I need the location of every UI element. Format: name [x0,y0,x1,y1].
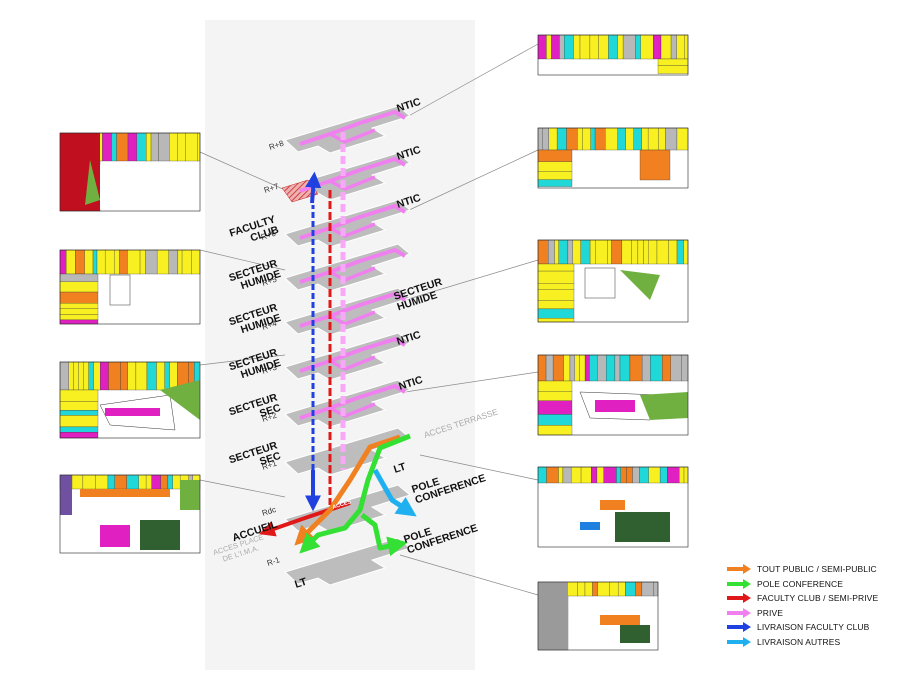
plan-r6-left [59,249,201,325]
legend-arrow-icon [727,593,751,604]
pole-conference-route-2 [360,513,408,557]
legend-label: POLE CONFERENCE [757,578,844,589]
legend-item: POLE CONFERENCE [727,577,897,592]
zone-label: LT [293,576,309,591]
legend-arrow-icon [727,622,751,633]
acces-small-label: ACCES [332,499,352,511]
floor-slab-r1 [284,427,412,476]
legend-arrow-icon [727,564,751,575]
legend-label: LIVRAISON FACULTY CLUB [757,622,870,633]
floor-level-label: Rdc [261,505,277,518]
prive-route-5 [299,337,407,373]
livraison-faculty-arrow-up [305,171,322,204]
plan-rdc-left [59,474,201,554]
prive-branch-1 [329,175,376,191]
plan-r7-left [59,132,201,212]
plan-r3-left [59,361,201,439]
legend-label: LIVRAISON AUTRES [757,636,841,647]
faculty-club-rdc-route [258,501,351,537]
legend-item: LIVRAISON AUTRES [727,635,897,650]
floor-level-label: R-1 [266,555,282,568]
prive-route-4 [299,292,407,328]
prive-route-0 [299,110,407,146]
plan-r7 [537,127,689,189]
zone-label: LT [392,461,408,476]
leader-lines [199,43,539,596]
legend-arrow-icon [727,607,751,618]
plan-r6 [537,239,689,323]
legend-label: PRIVE [757,607,784,618]
pole-conference-route-1 [299,433,411,554]
legend-arrow-icon [727,636,751,647]
svg-text:LT: LT [293,576,309,591]
legend-arrow-icon [727,578,751,589]
plan-r8 [537,34,689,76]
legend-item: PRIVE [727,606,897,621]
plan-r3 [537,354,689,436]
svg-text:LT: LT [392,461,408,476]
legend-label: FACULTY CLUB / SEMI-PRIVE [757,593,879,604]
public-route [294,434,401,546]
plan-rm1 [537,581,659,651]
prive-branch-0 [329,128,376,144]
legend-label: TOUT PUBLIC / SEMI-PUBLIC [757,564,877,575]
plan-rdc-right [537,466,689,548]
legend-item: LIVRAISON FACULTY CLUB [727,620,897,635]
legend: TOUT PUBLIC / SEMI-PUBLIC POLE CONFERENCE… [727,562,897,649]
circulation-routes [258,110,417,557]
floor-plan-thumbnails [59,34,689,651]
legend-item: TOUT PUBLIC / SEMI-PUBLIC [727,562,897,577]
prive-route-6 [299,384,407,420]
prive-route-3 [299,248,407,284]
prive-branch-5 [329,355,376,371]
legend-item: FACULTY CLUB / SEMI-PRIVE [727,591,897,606]
livraison-autres-route [372,468,417,517]
prive-route-2 [299,204,407,240]
